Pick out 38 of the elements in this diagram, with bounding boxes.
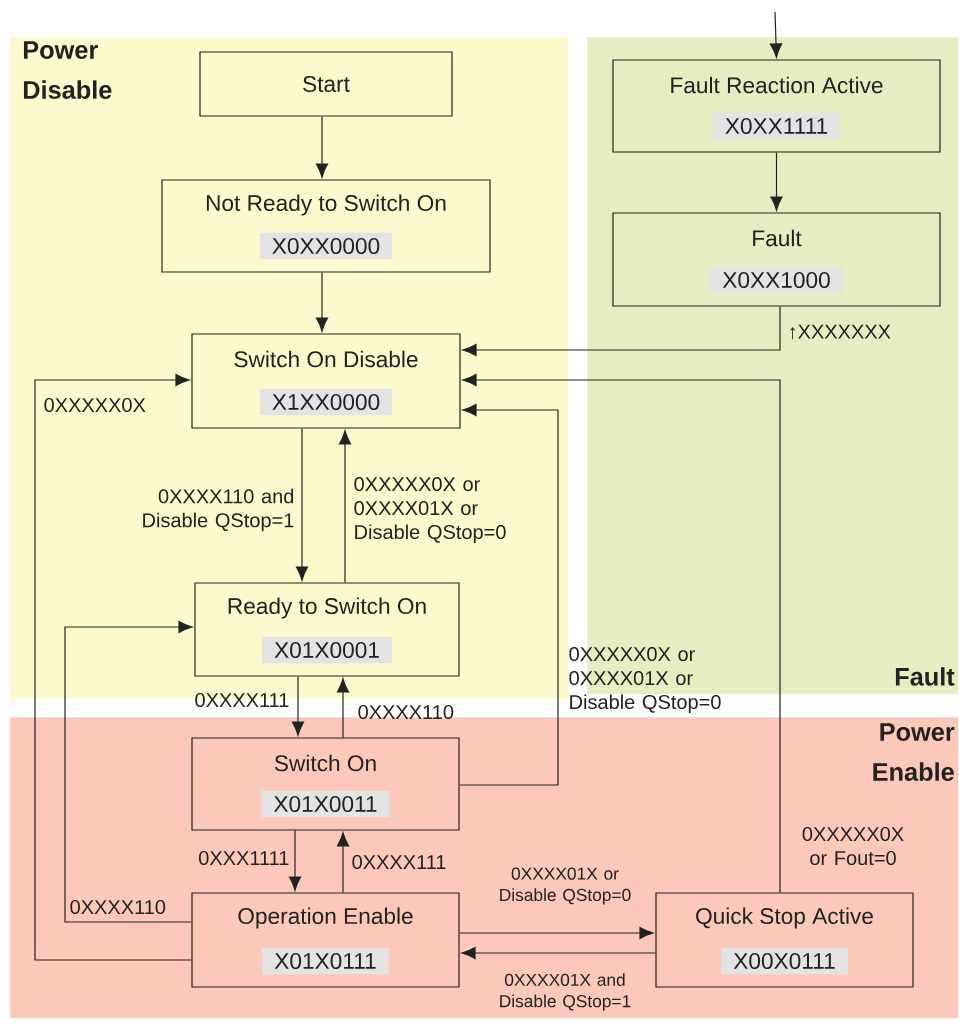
arrow [291, 676, 305, 736]
state-box: Fault X0XX1000 [612, 212, 941, 307]
arrow [462, 373, 781, 893]
arrow [461, 946, 656, 960]
edge-label: 0XXXX110 and Disable QStop=1 [143, 488, 294, 532]
edge-label: 0XXXX110 [70, 899, 166, 915]
arrow [295, 428, 309, 581]
state-box: Start [199, 51, 453, 117]
state-box: Not Ready to Switch On X0XX0000 [161, 179, 491, 273]
arrow [770, 152, 783, 211]
arrow [34, 373, 192, 961]
arrow [459, 403, 559, 786]
arrow [459, 926, 654, 940]
arrow [315, 116, 329, 178]
edge-label: 0XXXXX0X or 0XXXX01X or Disable QStop=0 [569, 646, 721, 714]
arrow [288, 830, 302, 891]
state-box: Operation Enable X01X0111 [191, 892, 460, 988]
arrow [64, 620, 193, 923]
arrow [338, 430, 352, 583]
edge-label: ↑XXXXXXX [790, 324, 891, 340]
edge-label: 0XXXX01X or Disable QStop=0 [500, 867, 631, 905]
state-box: Quick Stop Active X00X0111 [655, 892, 914, 988]
edge-label: 0XXXX01X and Disable QStop=1 [500, 973, 631, 1011]
edge-label: 0XXX1111 [199, 850, 289, 866]
edge-label: 0XXXX110 [358, 704, 454, 720]
edge-label: 0XXXX111 [352, 854, 446, 870]
edge-label: 0XXXXX0X or 0XXXX01X or Disable QStop=0 [354, 476, 506, 544]
arrow [769, 11, 783, 58]
edge-label: 0XXXXX0X [44, 397, 146, 413]
state-box: Switch On Disable X1XX0000 [191, 333, 461, 429]
state-box: Switch On X01X0011 [191, 737, 460, 831]
arrow [462, 306, 781, 357]
arrow [336, 678, 350, 738]
arrow [336, 832, 350, 893]
state-box: Fault Reaction Active X0XX1111 [612, 59, 941, 153]
edge-label: 0XXXXX0X or Fout=0 [802, 826, 904, 866]
state-box: Ready to Switch On X01X0001 [194, 582, 460, 677]
arrow [315, 272, 329, 332]
